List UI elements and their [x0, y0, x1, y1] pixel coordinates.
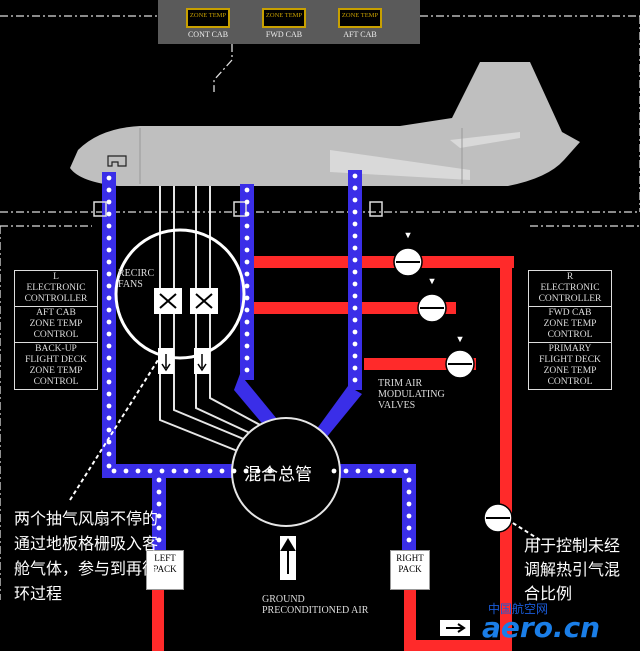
- outlet-arrow: [440, 620, 470, 636]
- zone-temp-button-aft[interactable]: ZONE TEMP: [338, 8, 382, 28]
- duct-check-valves: [93, 201, 383, 217]
- watermark-cn: 中国航空网: [488, 602, 549, 616]
- zone-temp-button-fwd[interactable]: ZONE TEMP: [262, 8, 306, 28]
- zone-label-fwd: FWD CAB: [265, 30, 303, 39]
- watermark-logo: 中国航空网 aero.cn: [482, 600, 632, 650]
- duct-dots: [106, 173, 412, 543]
- trim-air-valves-label: TRIM AIR MODULATING VALVES: [378, 378, 445, 411]
- recirc-fans-label: RECIRC FANS: [118, 268, 155, 290]
- right-annotation-text: 用于控制未经调解热引气混合比例: [524, 536, 621, 603]
- trim-air-valves: [393, 231, 513, 533]
- zone-temp-panel: ZONE TEMP ZONE TEMP ZONE TEMP CONT CAB F…: [158, 0, 420, 44]
- zone-label-aft: AFT CAB: [343, 30, 377, 39]
- ground-air-arrow: [280, 536, 296, 580]
- watermark-latin: aero.cn: [482, 611, 601, 644]
- ground-air-label: GROUND PRECONDITIONED AIR: [262, 594, 369, 616]
- mix-manifold-label: 混合总管: [244, 465, 312, 485]
- airplane-silhouette: [70, 62, 580, 186]
- left-pack-box: LEFT PACK: [146, 550, 184, 590]
- recirc-return-lines: [159, 186, 263, 453]
- annotation-pointer-right: [507, 519, 541, 541]
- left-annotation-text: 两个抽气风扇不停的通过地板格栅吸入客舱气体，参与到再循环过程: [14, 509, 159, 603]
- recirc-fan-icons: [154, 288, 218, 374]
- zone-temp-button-cont[interactable]: ZONE TEMP: [186, 8, 230, 28]
- recirc-highlight-ring: [114, 228, 246, 360]
- right-pack-box: RIGHT PACK: [390, 550, 430, 590]
- zone-label-cont: CONT CAB: [187, 30, 229, 39]
